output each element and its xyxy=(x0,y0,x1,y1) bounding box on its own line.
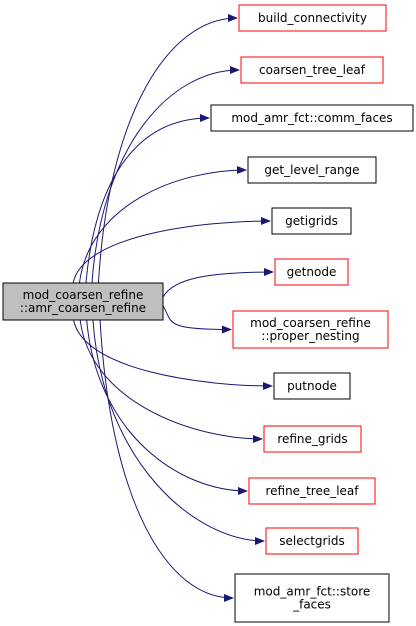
node-label: build_connectivity xyxy=(258,11,367,25)
node-box xyxy=(232,310,389,349)
node-box xyxy=(271,207,352,235)
root-node[interactable]: mod_coarsen_refine::amr_coarsen_refine xyxy=(2,282,164,321)
node-box xyxy=(263,425,362,453)
node-label: refine_grids xyxy=(277,432,347,446)
nodes-layer: mod_coarsen_refine::amr_coarsen_refine bu… xyxy=(2,4,414,623)
edge-to-putnode xyxy=(73,319,273,390)
edge-to-getigrids xyxy=(72,217,271,284)
node-coarsen_tree_leaf[interactable]: coarsen_tree_leaf xyxy=(240,56,384,84)
node-box xyxy=(248,477,376,505)
node-label: ::proper_nesting xyxy=(261,329,359,343)
node-comm_faces[interactable]: mod_amr_fct::comm_faces xyxy=(210,104,414,132)
node-box xyxy=(210,104,414,132)
node-getnode[interactable]: getnode xyxy=(274,258,349,286)
node-refine_grids[interactable]: refine_grids xyxy=(263,425,362,453)
edge-to-build_connectivity xyxy=(97,14,238,284)
node-box xyxy=(273,372,351,400)
edge-to-selectgrids xyxy=(92,319,265,545)
node-label: coarsen_tree_leaf xyxy=(259,63,366,77)
node-box xyxy=(238,4,387,32)
node-label: getnode xyxy=(287,265,337,279)
edge-to-refine_grids xyxy=(79,319,263,443)
node-build_connectivity[interactable]: build_connectivity xyxy=(238,4,387,32)
edge-to-proper_nesting xyxy=(162,305,232,334)
node-store_faces[interactable]: mod_amr_fct::store_faces xyxy=(234,573,390,623)
edge-to-get_level_range xyxy=(78,166,247,284)
node-box xyxy=(234,573,390,623)
node-box xyxy=(247,156,377,184)
node-selectgrids[interactable]: selectgrids xyxy=(265,527,359,555)
root-node-label: mod_coarsen_refine xyxy=(23,288,144,302)
node-label: getigrids xyxy=(285,214,338,228)
edge-to-refine_tree_leaf xyxy=(86,319,248,495)
edge-to-getnode xyxy=(162,268,274,298)
node-label: mod_amr_fct::comm_faces xyxy=(231,111,392,125)
node-box xyxy=(240,56,384,84)
node-label: mod_coarsen_refine xyxy=(250,316,371,330)
edge-to-store_faces xyxy=(99,319,234,602)
node-proper_nesting[interactable]: mod_coarsen_refine::proper_nesting xyxy=(232,310,389,349)
node-label: get_level_range xyxy=(264,163,359,177)
node-label: selectgrids xyxy=(279,534,344,548)
edges-layer xyxy=(72,14,274,602)
root-node-box xyxy=(2,282,164,321)
node-putnode[interactable]: putnode xyxy=(273,372,351,400)
edge-to-comm_faces xyxy=(85,114,210,284)
root-node-label: ::amr_coarsen_refine xyxy=(20,301,146,315)
node-label: putnode xyxy=(287,379,337,393)
node-label: refine_tree_leaf xyxy=(265,484,359,498)
node-box xyxy=(274,258,349,286)
node-getigrids[interactable]: getigrids xyxy=(271,207,352,235)
node-label: mod_amr_fct::store xyxy=(254,585,371,599)
node-label: _faces xyxy=(292,598,331,612)
node-get_level_range[interactable]: get_level_range xyxy=(247,156,377,184)
node-box xyxy=(265,527,359,555)
edge-to-coarsen_tree_leaf xyxy=(91,66,240,284)
node-refine_tree_leaf[interactable]: refine_tree_leaf xyxy=(248,477,376,505)
